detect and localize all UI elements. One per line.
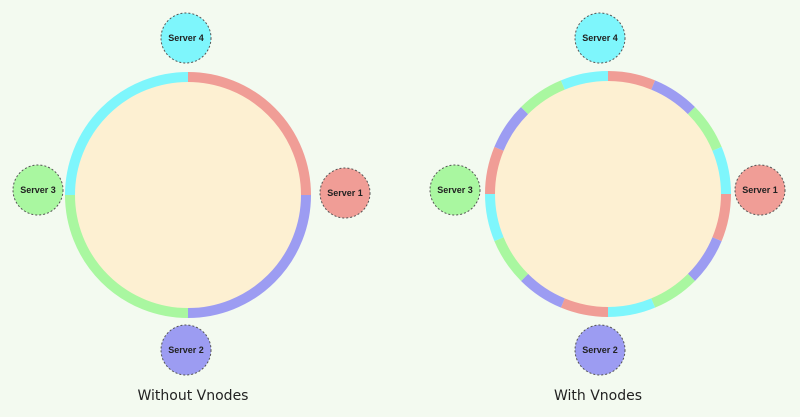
server-1-label: Server 1 (742, 185, 778, 195)
ring-segment-server-4 (485, 193, 504, 242)
server-4-circle (574, 12, 626, 64)
server-node-2: Server 2 (160, 324, 212, 376)
ring-segments (65, 72, 311, 318)
ring-segment-server-2 (521, 273, 565, 308)
ring-segment-server-3 (687, 107, 722, 151)
ring-segment-server-3 (65, 194, 189, 318)
server-3-label: Server 3 (437, 185, 473, 195)
caption-without-vnodes: Without Vnodes (138, 388, 249, 404)
ring-segments (485, 71, 731, 317)
ring-segment-server-3 (521, 80, 565, 115)
server-2-label: Server 2 (582, 345, 618, 355)
ring-segment-server-1 (485, 146, 504, 195)
server-node-4: Server 4 (574, 12, 626, 64)
server-2-label: Server 2 (168, 345, 204, 355)
server-node-3: Server 3 (429, 164, 481, 216)
server-3-label: Server 3 (20, 185, 56, 195)
ring-segment-server-2 (494, 107, 529, 151)
server-node-4: Server 4 (160, 12, 212, 64)
ring-segment-server-4 (65, 72, 189, 196)
server-1-circle (319, 167, 371, 219)
ring-without-vnodes: Server 1 Server 2 Server 3 Server 4 With… (12, 12, 371, 404)
server-2-circle (160, 324, 212, 376)
ring-segment-server-3 (494, 237, 529, 281)
server-3-circle (429, 164, 481, 216)
ring-segment-server-4 (560, 71, 609, 90)
server-3-circle (12, 164, 64, 216)
server-node-2: Server 2 (574, 324, 626, 376)
server-4-label: Server 4 (168, 33, 204, 43)
ring-segment-server-2 (651, 80, 695, 115)
server-node-1: Server 1 (319, 167, 371, 219)
caption-with-vnodes: With Vnodes (554, 388, 642, 404)
ring-with-vnodes: Server 1 Server 2 Server 3 Server 4 With… (429, 12, 786, 404)
ring-segment-server-2 (687, 237, 722, 281)
server-2-circle (574, 324, 626, 376)
ring-segment-server-3 (651, 273, 695, 308)
server-node-3: Server 3 (12, 164, 64, 216)
server-1-label: Server 1 (327, 188, 363, 198)
ring-segment-server-1 (712, 193, 731, 242)
server-4-circle (160, 12, 212, 64)
server-4-label: Server 4 (582, 33, 618, 43)
hash-ring-fill (490, 76, 726, 312)
server-node-1: Server 1 (734, 164, 786, 216)
ring-segment-server-1 (607, 71, 656, 90)
ring-segment-server-1 (187, 72, 311, 196)
hash-ring-fill (70, 77, 306, 313)
server-1-circle (734, 164, 786, 216)
ring-segment-server-2 (187, 194, 311, 318)
ring-segment-server-4 (712, 146, 731, 195)
ring-segment-server-4 (607, 298, 656, 317)
ring-segment-server-1 (560, 298, 609, 317)
